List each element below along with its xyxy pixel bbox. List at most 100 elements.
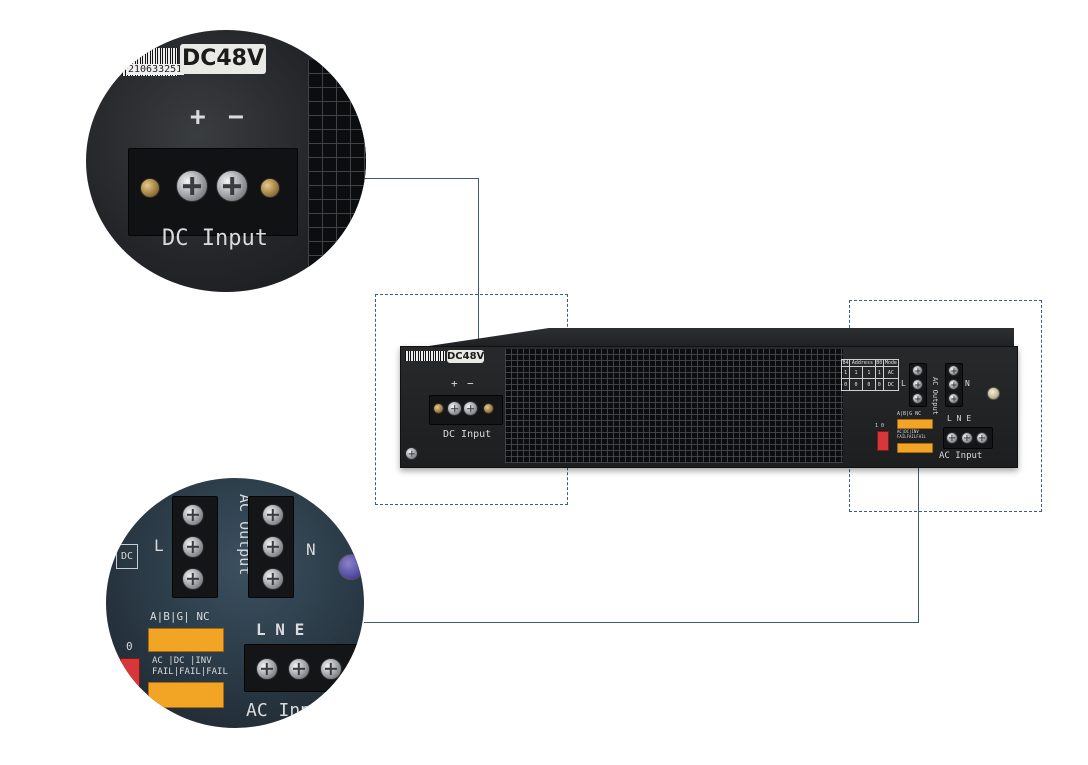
zoom-ac-out-n-screw-2[interactable] xyxy=(262,536,284,558)
ac-output-n-label: N xyxy=(965,379,970,388)
dc-input-zoom-circle: 210633251 DC48V + − DC Input xyxy=(86,30,366,292)
zoom-fail-row-1: AC |DC |INV FAIL|FAIL|FAIL xyxy=(152,656,228,677)
relay-terminal-upper xyxy=(897,419,933,429)
red-dip-switch[interactable] xyxy=(877,431,889,451)
barcode-sticker xyxy=(405,351,445,361)
on-cell: 1 xyxy=(861,366,876,379)
zoom-ac-in-n: N xyxy=(275,620,285,639)
zoom-ac-fail-2: FAIL xyxy=(152,667,174,677)
connector-line-top-vertical xyxy=(478,178,479,400)
ac-fail-1: AC xyxy=(897,429,902,434)
zoom-relay-lower xyxy=(148,682,224,708)
address-b4: B4 xyxy=(840,359,851,367)
rotary-knob[interactable] xyxy=(987,387,1000,400)
dc-fail-1: DC xyxy=(904,429,910,434)
zoom-red-dip-switch[interactable] xyxy=(120,658,140,694)
zoom-dip-zero: 0 xyxy=(126,640,133,653)
ac-input-l-screw[interactable] xyxy=(946,432,958,444)
zoom-ac-in-lne: L N E xyxy=(256,620,304,639)
ac-output-vertical-text: AC Output xyxy=(931,377,939,415)
ac-in-n: N xyxy=(956,414,962,423)
zoom-dc-fail-2: FAIL xyxy=(179,667,201,677)
on-cell: 1 xyxy=(874,366,884,379)
ac-input-e-screw[interactable] xyxy=(976,432,988,444)
zoom-dc-input-text: DC Input xyxy=(162,226,268,251)
relay-terminal-lower xyxy=(897,443,933,453)
zoom-ac-input-text: AC Input xyxy=(246,700,333,721)
connector-line-bottom-horizontal xyxy=(364,622,919,623)
zoom-ac-out-l-screw-2[interactable] xyxy=(182,536,204,558)
zoom-ac-in-l: L xyxy=(256,620,266,639)
inv-fail-2: FAIL xyxy=(916,434,926,439)
ac-output-n-screw-1[interactable] xyxy=(948,365,959,376)
zoom-ac-out-n: N xyxy=(306,540,316,559)
zoom-knob[interactable] xyxy=(338,554,364,580)
zoom-mount-screw-right xyxy=(260,178,280,198)
dc-minus-screw[interactable] xyxy=(463,401,478,416)
zoom-relay-upper xyxy=(148,628,224,652)
zoom-plus-mark: + xyxy=(190,102,206,132)
zoom-ac-out-n-screw-3[interactable] xyxy=(262,568,284,590)
ac-in-l: L xyxy=(947,414,952,423)
ac-input-n-screw[interactable] xyxy=(961,432,973,444)
zoom-ac-out-n-screw-1[interactable] xyxy=(262,504,284,526)
zoom-dc-minus-screw[interactable] xyxy=(216,170,248,202)
inv-fail-1: INV xyxy=(911,429,919,434)
ground-screw[interactable] xyxy=(405,447,418,460)
ac-output-n-screw-2[interactable] xyxy=(948,379,959,390)
zoom-relay-top: A|B|G| NC xyxy=(150,610,210,623)
zoom-ac-out-l: L xyxy=(154,536,164,555)
dip-on-off: 1 0 xyxy=(875,423,884,429)
ventilation-grille xyxy=(505,349,843,463)
zoom-ac-in-e: E xyxy=(294,620,305,639)
connector-line-top-horizontal xyxy=(362,178,479,179)
zoom-grille xyxy=(308,60,366,280)
off-cell: 0 xyxy=(840,378,851,391)
zoom-ac-out-l-screw-3[interactable] xyxy=(182,568,204,590)
ac-input-lne: L N E xyxy=(947,414,971,423)
inverter-rear-panel: DC48V + − DC Input B4 Address B0 Mode 1 … xyxy=(400,346,1018,468)
zoom-dc48v-label: DC48V xyxy=(180,44,266,74)
off-cell: 0 xyxy=(849,378,863,391)
dc-plus-screw[interactable] xyxy=(447,401,462,416)
zoom-relay-nc: NC xyxy=(196,610,210,623)
mode-ac: AC xyxy=(882,366,900,379)
off-cell: 0 xyxy=(861,378,876,391)
ac-panel-zoom-circle: DC L AC Output N A|B|G| NC AC |DC |INV F… xyxy=(106,478,364,728)
mode-dc: DC xyxy=(882,378,900,391)
zoom-ac-in-l-screw[interactable] xyxy=(256,658,278,680)
address-mode-table: B4 Address B0 Mode 1 1 1 1 AC 0 0 0 0 DC xyxy=(840,359,900,391)
connector-line-bottom-vertical xyxy=(918,458,919,623)
zoom-ac-out-l-screw-1[interactable] xyxy=(182,504,204,526)
zoom-inv-fail-2: FAIL xyxy=(206,667,228,677)
zoom-relay-g: G xyxy=(176,610,184,623)
dc-input-text: DC Input xyxy=(443,429,492,440)
ac-output-l-screw-2[interactable] xyxy=(912,379,923,390)
zoom-dc-side-label: DC xyxy=(116,544,139,569)
off-cell: 0 xyxy=(874,378,884,391)
ac-output-l-screw-3[interactable] xyxy=(912,393,923,404)
zoom-relay-a: A xyxy=(150,610,157,623)
fail-labels-small: AC|DC|INV FAILFAILFAIL xyxy=(897,429,926,439)
ac-in-e: E xyxy=(966,414,972,423)
ac-output-n-screw-3[interactable] xyxy=(948,393,959,404)
on-cell: 1 xyxy=(849,366,863,379)
zoom-inv-fail-1: INV xyxy=(195,656,212,666)
dc-fail-2: FAIL xyxy=(906,434,917,439)
on-cell: 1 xyxy=(840,366,851,379)
zoom-relay-b: B xyxy=(163,610,170,623)
dc-mount-screw-right xyxy=(483,403,494,414)
zoom-dc-plus-screw[interactable] xyxy=(176,170,208,202)
device-top-surface xyxy=(402,328,1014,350)
dc-mount-screw-left xyxy=(433,403,444,414)
zoom-ac-in-n-screw[interactable] xyxy=(288,658,310,680)
plus-mark: + xyxy=(451,377,458,390)
ac-output-l-screw-1[interactable] xyxy=(912,365,923,376)
address-b0: B0 xyxy=(874,359,884,367)
ac-output-l-label: L xyxy=(901,379,906,388)
minus-mark: − xyxy=(467,377,474,390)
zoom-serial-text: 210633251 xyxy=(126,64,185,75)
zoom-ac-in-e-screw[interactable] xyxy=(320,658,342,680)
ac-input-text: AC Input xyxy=(939,451,983,461)
dip-one: 1 xyxy=(875,423,879,429)
